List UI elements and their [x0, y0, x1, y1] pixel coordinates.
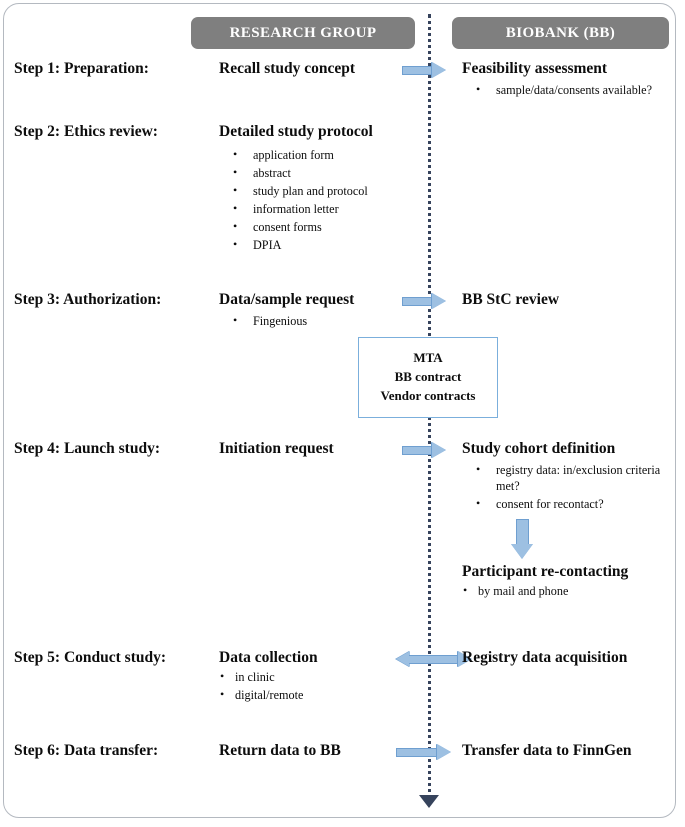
divider-arrowhead-icon	[419, 795, 439, 808]
step-2-left-heading: Detailed study protocol	[219, 123, 373, 140]
step-4-left-heading: Initiation request	[219, 440, 334, 457]
step-1-right-heading: Feasibility assessment	[462, 60, 608, 77]
column-header-biobank-label: BIOBANK (BB)	[505, 24, 616, 41]
step-4-right-heading: Study cohort definition	[462, 440, 616, 457]
list-item: consent forms	[219, 218, 434, 235]
arrow-double-step-5-icon	[396, 651, 472, 668]
list-item: in clinic	[219, 668, 419, 685]
step-label-4: Step 4: Launch study:	[14, 440, 160, 457]
list-item: Fingenious	[219, 312, 419, 329]
contract-box-line-3: Vendor contracts	[380, 387, 476, 403]
list-item: digital/remote	[219, 686, 419, 703]
list-item: registry data: in/exclusion criteria met…	[462, 461, 680, 495]
step-1-left-block: Recall study concept	[219, 60, 419, 78]
list-item: application form	[219, 146, 434, 163]
step-5-left-block: Data collection in clinic digital/remote	[219, 649, 419, 705]
contract-box: MTA BB contract Vendor contracts	[358, 337, 498, 418]
arrow-right-step-4-icon	[402, 442, 446, 459]
step-4-right-block: Study cohort definition registry data: i…	[462, 440, 680, 514]
column-header-biobank: BIOBANK (BB)	[452, 17, 669, 49]
step-label-3: Step 3: Authorization:	[14, 291, 162, 308]
list-item: consent for recontact?	[462, 495, 680, 512]
step-3-left-heading: Data/sample request	[219, 291, 355, 308]
step-4-right-bullets: registry data: in/exclusion criteria met…	[462, 461, 680, 513]
step-2-left-bullets: application form abstract study plan and…	[219, 146, 434, 253]
step-4-left-block: Initiation request	[219, 440, 419, 458]
step-1-left-heading: Recall study concept	[219, 60, 356, 77]
step-6-right-block: Transfer data to FinnGen	[462, 742, 677, 760]
step-3-right-heading: BB StC review	[462, 291, 560, 308]
step-3-left-bullets: Fingenious	[219, 312, 419, 329]
step-label-5: Step 5: Conduct study:	[14, 649, 167, 666]
list-item: study plan and protocol	[219, 182, 434, 199]
step-label-1: Step 1: Preparation:	[14, 60, 149, 77]
step-6-left-heading: Return data to BB	[219, 742, 341, 759]
arrow-right-step-1-icon	[402, 62, 446, 79]
arrow-right-step-6-icon	[396, 744, 452, 761]
participant-recontacting-heading: Participant re-contacting	[462, 563, 629, 580]
contract-box-line-1: MTA	[413, 350, 443, 366]
list-item: DPIA	[219, 236, 434, 253]
arrow-down-recontact-icon	[511, 519, 534, 560]
step-6-left-block: Return data to BB	[219, 742, 419, 760]
step-5-right-block: Registry data acquisition	[462, 649, 677, 667]
step-5-right-heading: Registry data acquisition	[462, 649, 628, 666]
contract-box-line-2: BB contract	[394, 369, 462, 385]
step-5-left-bullets: in clinic digital/remote	[219, 668, 419, 703]
step-label-6: Step 6: Data transfer:	[14, 742, 159, 759]
step-5-left-heading: Data collection	[219, 649, 318, 666]
step-3-left-block: Data/sample request Fingenious	[219, 291, 419, 331]
step-label-2: Step 2: Ethics review:	[14, 123, 158, 140]
list-item: sample/data/consents available?	[462, 81, 677, 98]
participant-recontacting-bullets: by mail and phone	[462, 582, 677, 599]
list-item: by mail and phone	[462, 582, 677, 599]
step-1-right-block: Feasibility assessment sample/data/conse…	[462, 60, 677, 100]
arrow-right-step-3-icon	[402, 293, 446, 310]
step-6-right-heading: Transfer data to FinnGen	[462, 742, 632, 759]
step-2-left-block: Detailed study protocol application form…	[219, 123, 434, 255]
step-3-right-block: BB StC review	[462, 291, 677, 309]
column-header-research-group: RESEARCH GROUP	[191, 17, 415, 49]
list-item: information letter	[219, 200, 434, 217]
participant-recontacting-block: Participant re-contacting by mail and ph…	[462, 563, 677, 601]
step-1-right-bullets: sample/data/consents available?	[462, 81, 677, 98]
list-item: abstract	[219, 164, 434, 181]
column-header-research-group-label: RESEARCH GROUP	[229, 24, 377, 41]
